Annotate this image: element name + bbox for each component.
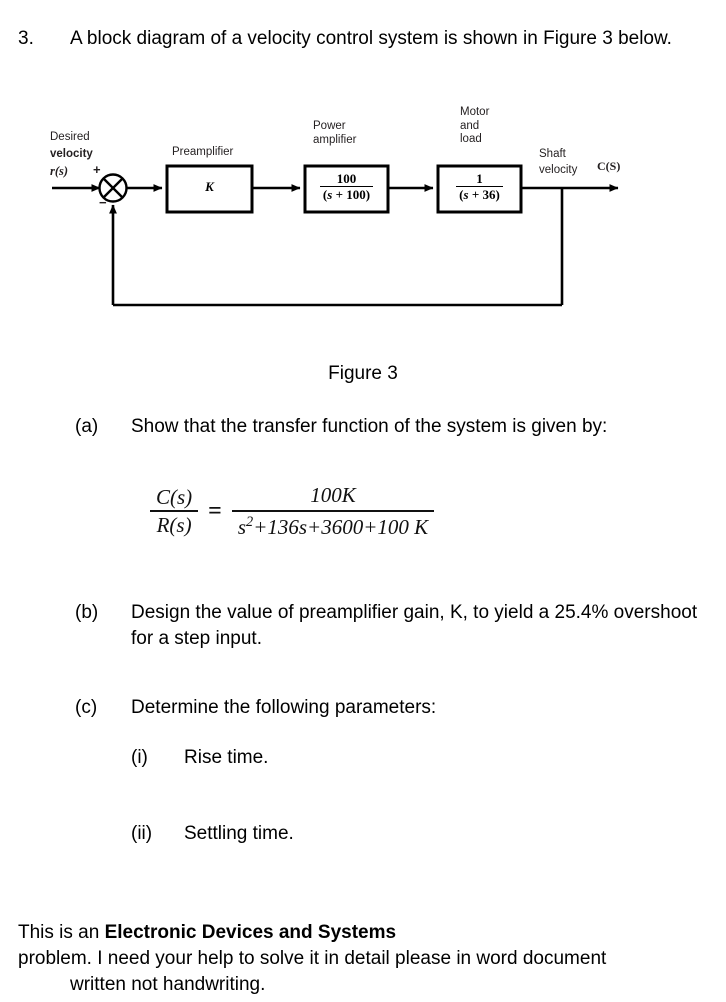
preamplifier-gain-text: K <box>205 179 214 194</box>
footer-line-3: written not handwriting. <box>70 974 266 995</box>
equation-rhs-numerator: 100K <box>310 483 356 507</box>
footer-line-2: problem. I need your help to solve it in… <box>18 948 607 969</box>
power-amplifier-block <box>303 164 390 214</box>
equation-rhs-denominator: s2+136s+3600+100 K <box>231 509 435 540</box>
preamplifier-label: Preamplifier <box>172 146 234 158</box>
block-diagram-figure: Desired velocity r(s) + − Preamplifier K… <box>0 106 726 323</box>
summing-junction <box>98 173 128 203</box>
motor-transfer-function: 1 (s + 36) <box>438 172 521 204</box>
equation-left-fraction: C(s) R(s) <box>150 484 199 538</box>
power-amplifier-transfer-function: 100 (s + 100) <box>305 172 388 204</box>
power-amplifier-label: Power amplifier <box>313 120 357 146</box>
part-c-tag: (c) <box>75 697 98 718</box>
part-c-i-tag: (i) <box>131 747 148 768</box>
part-a-tag: (a) <box>75 416 99 437</box>
desired-label: Desired <box>50 131 90 143</box>
part-c-i-text: Rise time. <box>184 747 269 768</box>
part-a-text: Show that the transfer function of the s… <box>131 416 608 437</box>
input-signal-label: r(s) <box>50 164 69 178</box>
shaft-label: Shaft <box>539 148 566 160</box>
feedback-path <box>109 188 564 307</box>
equation-lhs-denominator: R(s) <box>150 510 199 538</box>
question-text: A block diagram of a velocity control sy… <box>70 28 672 49</box>
power-amp-numerator: 100 <box>336 171 357 186</box>
footer-line-1-plain: This is an <box>18 922 105 943</box>
equation-equals-sign: = <box>208 498 222 525</box>
block-diagram-svg <box>52 164 619 307</box>
equation-lhs-numerator: C(s) <box>156 484 193 509</box>
part-b-tag: (b) <box>75 602 99 623</box>
summing-plus-sign: + <box>93 162 101 177</box>
shaft-velocity-label: velocity <box>539 164 578 176</box>
output-signal-label: C(S) <box>597 159 621 173</box>
part-c-ii-text: Settling time. <box>184 823 294 844</box>
footer-line-1-bold: Electronic Devices and Systems <box>104 922 397 943</box>
motor-and-load-label: Motor and load <box>460 106 490 145</box>
power-amp-denominator: (s + 100) <box>319 185 374 202</box>
motor-numerator: 1 <box>476 171 483 186</box>
figure-caption: Figure 3 <box>328 363 398 384</box>
summing-minus-sign: − <box>99 195 107 210</box>
footer-line-1: This is an Electronic Devices and System… <box>18 920 396 946</box>
velocity-label: velocity <box>50 148 93 160</box>
part-b-text: Design the value of preamplifier gain, K… <box>131 602 698 649</box>
equation-right-fraction: 100K s2+136s+3600+100 K <box>231 483 435 540</box>
part-c-ii-tag: (ii) <box>131 823 153 844</box>
transfer-function-equation: C(s) R(s) = 100K s2+136s+3600+100 K <box>150 483 435 540</box>
question-number: 3. <box>18 28 34 49</box>
part-c-text: Determine the following parameters: <box>131 697 437 718</box>
motor-denominator: (s + 36) <box>456 185 503 202</box>
